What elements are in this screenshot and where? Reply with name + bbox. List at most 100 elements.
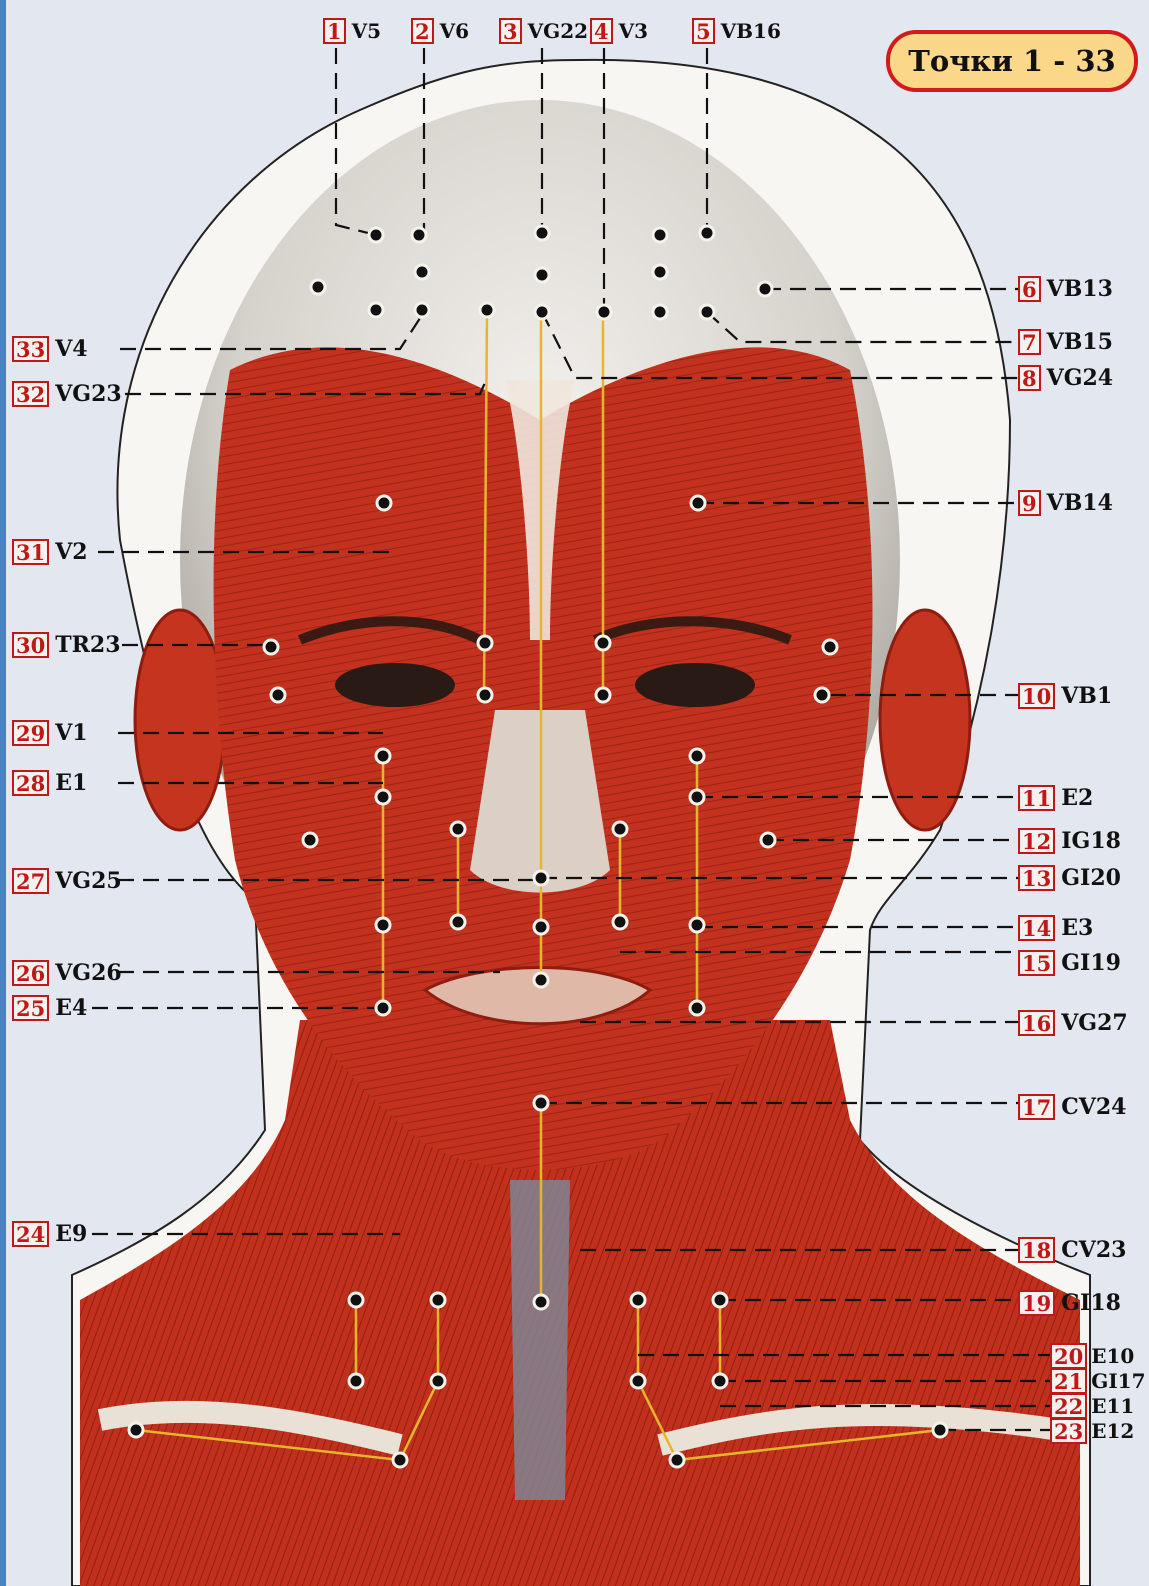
point-code: VG25 <box>55 868 121 894</box>
point-number: 30 <box>12 632 49 658</box>
point-number: 29 <box>12 720 49 746</box>
point-code: E10 <box>1091 1344 1134 1368</box>
point-code: V1 <box>55 720 87 746</box>
point-number: 22 <box>1050 1393 1087 1419</box>
point-number: 10 <box>1018 683 1055 709</box>
point-code: GI20 <box>1061 865 1121 891</box>
point-code: VB1 <box>1061 683 1112 709</box>
point-code: E2 <box>1061 785 1093 811</box>
point-code: VG23 <box>55 381 121 407</box>
point-code: GI17 <box>1091 1369 1145 1393</box>
eye-right <box>635 663 755 707</box>
point-code: V3 <box>619 19 648 43</box>
point-code: GI19 <box>1061 950 1121 976</box>
point-number: 20 <box>1050 1343 1087 1369</box>
point-number: 2 <box>411 18 434 44</box>
point-number: 17 <box>1018 1094 1055 1120</box>
point-number: 7 <box>1018 329 1041 355</box>
point-code: VG27 <box>1061 1010 1127 1036</box>
page-title: Точки 1 - 33 <box>890 34 1134 88</box>
point-code: V4 <box>55 336 87 362</box>
point-code: IG18 <box>1061 828 1121 854</box>
point-code: VG24 <box>1047 365 1113 391</box>
point-number: 24 <box>12 1221 49 1247</box>
label-point-28: 28E1 <box>12 770 87 796</box>
point-number: 12 <box>1018 828 1055 854</box>
point-number: 19 <box>1018 1290 1055 1316</box>
point-code: E11 <box>1091 1394 1134 1418</box>
point-number: 3 <box>499 18 522 44</box>
point-code: VB15 <box>1047 329 1113 355</box>
point-code: E12 <box>1091 1419 1134 1443</box>
ear-left <box>135 610 225 830</box>
point-code: E1 <box>55 770 87 796</box>
point-code: CV23 <box>1061 1237 1126 1263</box>
point-number: 9 <box>1018 490 1041 516</box>
point-code: E4 <box>55 995 87 1021</box>
point-number: 6 <box>1018 276 1041 302</box>
point-number: 25 <box>12 995 49 1021</box>
point-code: V6 <box>440 19 469 43</box>
point-number: 13 <box>1018 865 1055 891</box>
point-number: 21 <box>1050 1368 1087 1394</box>
point-code: CV24 <box>1061 1094 1126 1120</box>
point-number: 31 <box>12 539 49 565</box>
point-number: 23 <box>1050 1418 1087 1444</box>
point-code: V5 <box>352 19 381 43</box>
point-number: 16 <box>1018 1010 1055 1036</box>
point-number: 14 <box>1018 915 1055 941</box>
point-code: VB16 <box>721 19 781 43</box>
point-number: 15 <box>1018 950 1055 976</box>
point-code: TR23 <box>55 632 120 658</box>
point-code: VB14 <box>1047 490 1113 516</box>
eye-left <box>335 663 455 707</box>
point-code: VB13 <box>1047 276 1113 302</box>
point-code: E3 <box>1061 915 1093 941</box>
point-number: 28 <box>12 770 49 796</box>
point-number: 8 <box>1018 365 1041 391</box>
point-number: 5 <box>692 18 715 44</box>
point-code: VG22 <box>528 19 588 43</box>
point-number: 32 <box>12 381 49 407</box>
point-code: VG26 <box>55 960 121 986</box>
point-number: 11 <box>1018 785 1055 811</box>
point-number: 18 <box>1018 1237 1055 1263</box>
title-badge: Точки 1 - 33 <box>886 30 1138 92</box>
point-code: E9 <box>55 1221 87 1247</box>
point-number: 4 <box>590 18 613 44</box>
point-number: 26 <box>12 960 49 986</box>
point-number: 1 <box>323 18 346 44</box>
point-code: V2 <box>55 539 87 565</box>
point-number: 27 <box>12 868 49 894</box>
